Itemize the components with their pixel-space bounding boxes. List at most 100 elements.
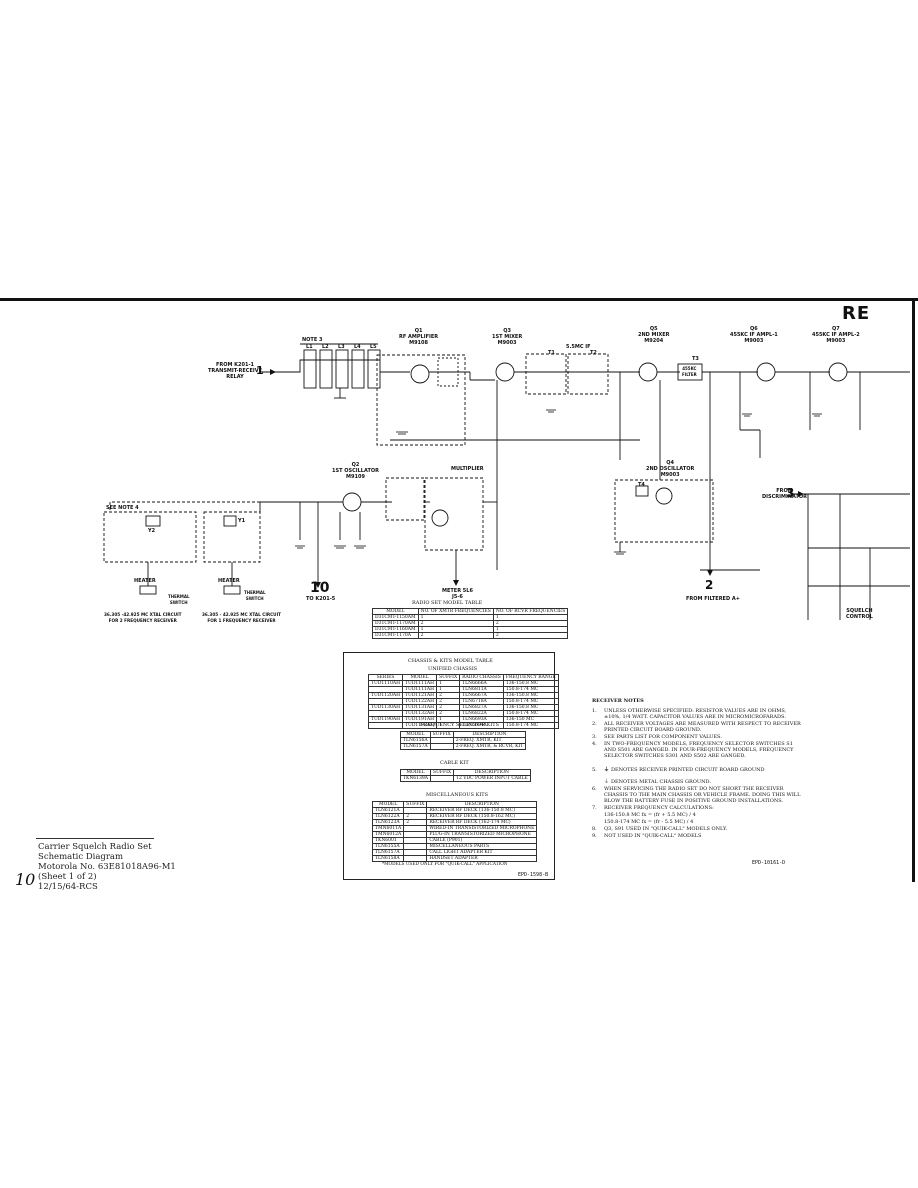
caption-subtitle: Schematic Diagram xyxy=(38,852,124,862)
multiplier-label: MULTIPLIER xyxy=(451,466,484,472)
xtal-1freq-box xyxy=(203,511,261,563)
chassis-table-title: CHASSIS & KITS MODEL TABLE xyxy=(408,658,493,664)
note-item: 8.Q3, S91 USED IN "QUIK-CALL" MODELS ONL… xyxy=(592,826,728,832)
t2-label: T2 xyxy=(590,350,597,356)
caption-title: Carrier Squelch Radio Set xyxy=(38,842,152,852)
note-item: 1.UNLESS OTHERWISE SPECIFIED: RESISTOR V… xyxy=(592,708,787,720)
q4-symbol xyxy=(655,487,673,505)
coil-l4 xyxy=(351,349,365,389)
q1-symbol xyxy=(410,364,430,384)
see-note4-label: SEE NOTE 4 xyxy=(106,505,139,511)
chassis-table-subtitle: UNIFIED CHASSIS xyxy=(428,666,478,672)
caption-sheet: (Sheet 1 of 2) xyxy=(38,872,97,882)
t1-label: T1 xyxy=(548,350,555,356)
heater-right xyxy=(223,585,241,595)
note-item: 150.8-174 MC fx = (fr - 5.5 MC) / 4 xyxy=(604,819,694,825)
q7-symbol xyxy=(828,362,848,382)
coil-label-l5: L5 xyxy=(370,344,377,350)
q2-symbol xyxy=(342,492,362,512)
input-arrow xyxy=(270,369,276,375)
page-number: 10 xyxy=(15,870,36,889)
receiver-notes: RECEIVER NOTES 1.UNLESS OTHERWISE SPECIF… xyxy=(592,698,802,840)
chassis-ground-icon: ⏚ xyxy=(604,779,610,785)
xtal-y1-y2 xyxy=(145,515,161,527)
sheet-border-right xyxy=(912,298,915,882)
heater-left-label: HEATER xyxy=(134,578,156,584)
chassis-table-header: SERIES MODEL SUFFIX RADIO CHASSIS FREQUE… xyxy=(367,674,559,681)
receiver-notes-title: RECEIVER NOTES xyxy=(592,698,644,704)
t2-box xyxy=(567,353,609,395)
drawing-number-right: EPD-10161-D xyxy=(752,860,786,866)
heater-left xyxy=(139,585,157,595)
cable-kit-title: CABLE KIT xyxy=(440,760,469,766)
caption-rule xyxy=(36,838,154,839)
terminal-2: 2 xyxy=(705,578,714,592)
note-item: 7.RECEIVER FREQUENCY CALCULATIONS: xyxy=(592,805,714,811)
drawing-number-left: EPD-1598-B xyxy=(518,872,549,878)
t4-label: T4 xyxy=(638,482,645,488)
note-item: 5.⏚DENOTES RECEIVER PRINTED CIRCUIT BOAR… xyxy=(592,767,765,773)
if-55mc-label: 5.5MC IF xyxy=(566,344,591,350)
note-item: 4.IN TWO-FREQUENCY MODELS, FREQUENCY SEL… xyxy=(592,741,794,759)
misc-kits-footnote: *MODELS USED ONLY FOR "QUIK-CALL" APPLIC… xyxy=(382,862,508,867)
misc-kits-title: MISCELLANEOUS KITS xyxy=(426,792,489,798)
q3-symbol xyxy=(495,362,515,382)
sheet-corner-title: RE xyxy=(842,303,871,324)
radioset-table-title: RADIO SET MODEL TABLE xyxy=(412,600,483,606)
pcb-ground-icon: ⏚ xyxy=(604,767,610,773)
q2-tank-box xyxy=(385,477,425,521)
t1-box xyxy=(525,353,567,395)
note-item: 2.ALL RECEIVER VOLTAGES ARE MEASURED WIT… xyxy=(592,721,801,733)
q4-crystal xyxy=(635,485,649,497)
coil-l5 xyxy=(367,349,381,389)
chassis-kits-panel xyxy=(343,652,555,880)
coil-label-l2: L2 xyxy=(322,344,329,350)
terminal-10: 10 xyxy=(310,580,330,596)
xtal-2freq-box xyxy=(103,511,197,563)
t3-label: T3 xyxy=(692,356,699,362)
note3-label: NOTE 3 xyxy=(302,337,323,343)
freq-kits-title: FREQUENCY SELECTOR KITS xyxy=(420,722,500,728)
note-item: 136-150.8 MC fx = (fr + 5.5 MC) / 4 xyxy=(604,812,696,818)
coil-l2 xyxy=(319,349,333,389)
q4-board-box xyxy=(614,479,714,543)
coil-l1 xyxy=(303,349,317,389)
terminal-1: 1 xyxy=(256,364,264,377)
y1-y2-label: Y2 xyxy=(148,528,156,534)
radioset-th-xmtr: NO. OF XMTR FREQUENCIES xyxy=(417,608,494,615)
sheet-border-top xyxy=(0,298,918,301)
terminal-3: 3 xyxy=(786,486,795,500)
note-item: ⏚DENOTES METAL CHASSIS GROUND. xyxy=(604,779,711,785)
radioset-table-header: MODEL NO. OF XMTR FREQUENCIES NO. OF RCV… xyxy=(372,608,569,615)
note-item: 6.WHEN SERVICING THE RADIO SET DO NOT SH… xyxy=(592,786,801,804)
multiplier-symbol xyxy=(431,509,449,527)
freq-kits-header: MODEL SUFFIX DESCRIPTION xyxy=(400,731,527,738)
